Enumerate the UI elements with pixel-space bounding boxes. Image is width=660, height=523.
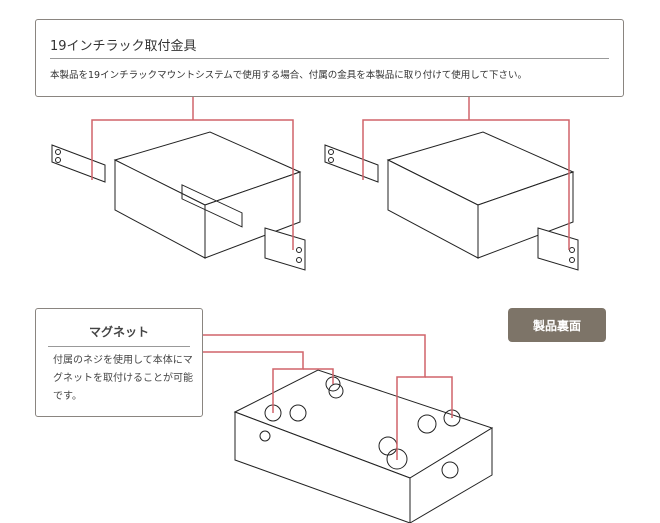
switch-with-rack-brackets-2 — [324, 131, 579, 271]
magnet-info-box: マグネット 付属のネジを使用して本体にマグネットを取付けることが可能です。 — [35, 308, 203, 417]
rack-section-description: 本製品を19インチラックマウントシステムで使用する場合、付属の金具を本製品に取り… — [50, 70, 528, 81]
product-back-badge: 製品裏面 — [508, 308, 606, 342]
rack-section-title: 19インチラック取付金具 — [50, 39, 197, 54]
magnet-section-title: マグネット — [88, 325, 149, 339]
divider — [48, 346, 190, 347]
callout-lines — [91, 97, 570, 460]
divider — [50, 58, 609, 59]
rack-mount-info-box: 19インチラック取付金具 本製品を19インチラックマウントシステムで使用する場合… — [35, 19, 624, 97]
magnet-section-description: 付属のネジを使用して本体にマグネットを取付けることが可能です。 — [53, 355, 193, 402]
product-underside — [233, 369, 494, 523]
switch-with-rack-brackets-1 — [51, 131, 306, 271]
